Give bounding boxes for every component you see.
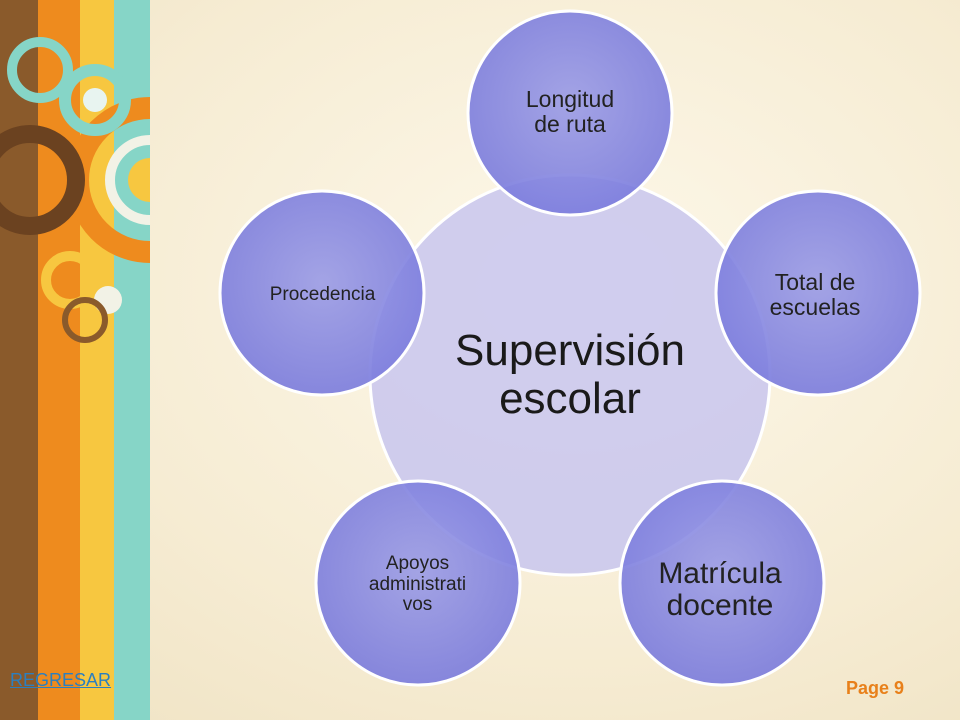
center-label-text: Supervisión escolar [455, 326, 685, 423]
node-label-longitud: Longitud de ruta [490, 72, 650, 152]
node-circle-1 [466, 9, 674, 217]
node-label-matricula: Matrícula docente [625, 540, 815, 640]
page-number: Page 9 [846, 678, 905, 698]
center-label: Supervisión escolar [400, 310, 740, 440]
node-label-escuelas: Total de escuelas [735, 250, 895, 340]
node-circle-2 [714, 189, 922, 397]
node-label-apoyos: Apoyos administrati vos [330, 535, 505, 635]
node-label-matricula-text: Matrícula docente [658, 556, 782, 622]
node-circle-4 [314, 479, 522, 687]
node-label-procedencia-text: Procedencia [269, 283, 376, 305]
node-circle-5 [218, 189, 426, 397]
node-circle-3 [618, 479, 826, 687]
node-label-escuelas-text: Total de escuelas [769, 269, 861, 320]
regresar-link[interactable]: REGRESAR [10, 670, 112, 690]
node-label-apoyos-text: Apoyos administrati vos [368, 553, 467, 616]
decorative-stripes [0, 0, 150, 720]
node-label-longitud-text: Longitud de ruta [525, 86, 615, 137]
node-label-procedencia: Procedencia [215, 270, 430, 320]
